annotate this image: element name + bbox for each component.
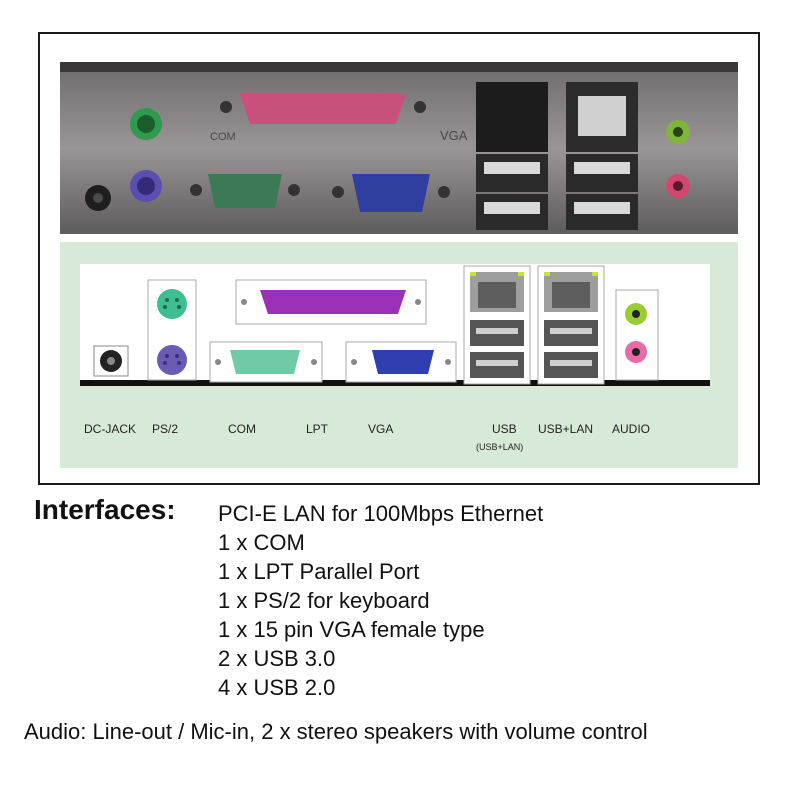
- io-connector-diagram: DC-JACK PS/2 COM LPT VGA USB USB+LAN AUD…: [60, 242, 738, 468]
- diagram-ps2-purple-port: [157, 345, 187, 375]
- label-usb-sub: (USB+LAN): [476, 442, 524, 452]
- photo-dc-jack: [85, 185, 111, 211]
- photo-vga-port: [332, 174, 450, 212]
- interfaces-title: Interfaces:: [34, 494, 176, 525]
- label-ps2: PS/2: [152, 422, 179, 436]
- interface-item: 1 x PS/2 for keyboard: [218, 588, 430, 613]
- interface-item: PCI-E LAN for 100Mbps Ethernet: [218, 501, 544, 526]
- photo-lpt-port: [220, 94, 426, 124]
- diagram-drawing: [80, 264, 710, 386]
- interface-item: 1 x LPT Parallel Port: [218, 559, 420, 584]
- io-panel-frame: COM VGA: [38, 32, 760, 485]
- diagram-com-port: [215, 350, 317, 374]
- diagram-dc-jack: [93, 345, 129, 377]
- diagram-ps2-green-port: [157, 289, 187, 319]
- photo-usb-lan-stack-right: [566, 82, 638, 230]
- label-lpt: LPT: [306, 422, 329, 436]
- photo-com-port: [190, 174, 300, 208]
- photo-usb-lan-stack-left: [476, 82, 548, 230]
- label-com: COM: [228, 422, 256, 436]
- diagram-usb-lan-stack-2: [537, 265, 605, 385]
- audio-spec-line: Audio: Line-out / Mic-in, 2 x stereo spe…: [24, 719, 648, 744]
- photo-com-text: COM: [210, 131, 236, 143]
- diagram-vga-port: [351, 350, 451, 374]
- photo-ps2-green-port: [130, 108, 162, 140]
- interface-item: 1 x 15 pin VGA female type: [218, 617, 485, 642]
- diagram-usb-lan-stack-1: [463, 265, 531, 385]
- interface-item: 1 x COM: [218, 530, 305, 555]
- label-dc-jack: DC-JACK: [84, 422, 137, 436]
- io-panel-photo: COM VGA: [60, 62, 738, 234]
- photo-audio-jacks: [666, 120, 690, 198]
- photo-vga-text: VGA: [440, 128, 468, 143]
- photo-ps2-purple-port: [130, 170, 162, 202]
- interface-item: 4 x USB 2.0: [218, 675, 336, 700]
- interface-item: 2 x USB 3.0: [218, 646, 336, 671]
- label-vga: VGA: [368, 422, 394, 436]
- diagram-lpt-port: [241, 290, 421, 314]
- diagram-audio-jacks: [615, 289, 659, 381]
- label-usb: USB: [492, 422, 517, 436]
- label-audio: AUDIO: [612, 422, 651, 436]
- label-usb-lan: USB+LAN: [538, 422, 594, 436]
